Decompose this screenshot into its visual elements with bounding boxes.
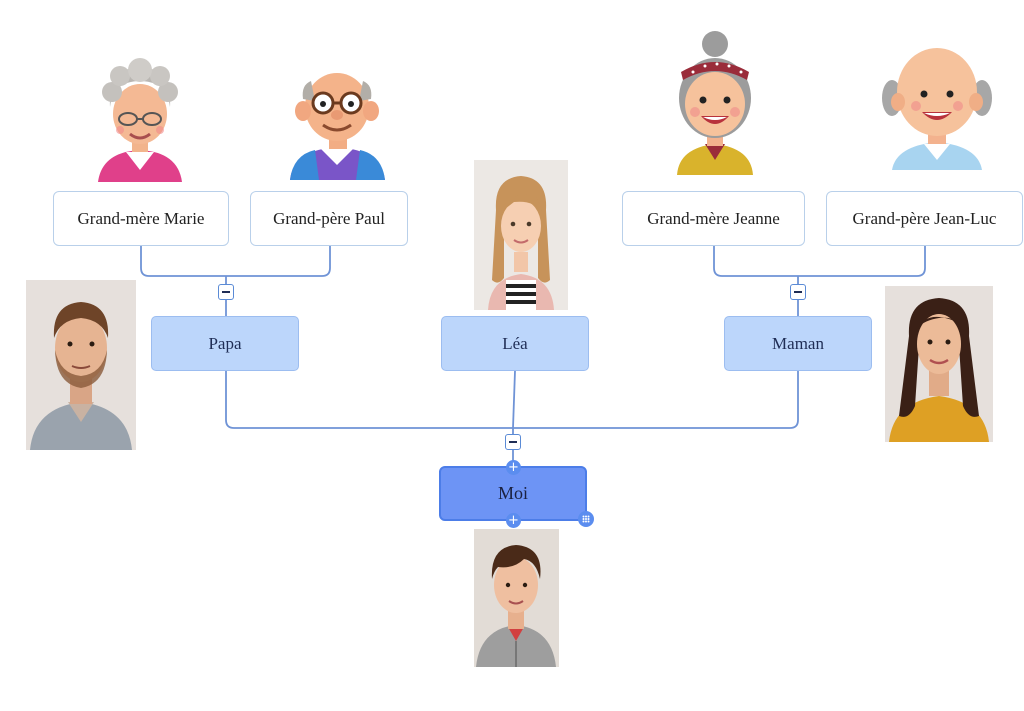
papa-portrait: [26, 280, 136, 450]
connector-jeanne-maman: [713, 246, 798, 277]
node-label: Maman: [772, 333, 824, 353]
node-lea[interactable]: Léa: [441, 316, 589, 371]
resize-handle-icon[interactable]: [578, 511, 594, 527]
lea-portrait: [474, 160, 568, 310]
add-child-handle[interactable]: +: [506, 513, 521, 528]
connector-lea-me: [512, 370, 516, 429]
collapse-button-papa-branch[interactable]: [218, 284, 234, 300]
connector-jeanluc-maman: [798, 246, 926, 277]
node-maman[interactable]: Maman: [724, 316, 872, 371]
maman-portrait: [885, 286, 993, 442]
grandpa-jean-luc-portrait: [878, 36, 996, 170]
connector-maman-me: [513, 371, 799, 429]
node-label: Léa: [502, 333, 528, 353]
collapse-button-maman-branch[interactable]: [790, 284, 806, 300]
connector-marie-papa: [140, 246, 226, 277]
node-label: Grand-mère Marie: [77, 208, 205, 228]
collapse-button-moi-branch[interactable]: [505, 434, 521, 450]
add-parent-handle[interactable]: +: [506, 460, 521, 475]
connector-papa-me: [225, 371, 513, 429]
node-grand-pere-jean-luc[interactable]: Grand-père Jean-Luc: [826, 191, 1023, 246]
moi-portrait: [474, 529, 559, 667]
node-label: Grand-père Jean-Luc: [852, 208, 997, 228]
connector-paul-papa: [226, 246, 331, 277]
node-label: Papa: [208, 333, 242, 353]
grandpa-paul-portrait: [285, 55, 390, 180]
node-label: Moi: [497, 483, 528, 503]
node-grand-mere-jeanne[interactable]: Grand-mère Jeanne: [622, 191, 805, 246]
node-label: Grand-père Paul: [273, 208, 385, 228]
node-grand-mere-marie[interactable]: Grand-mère Marie: [53, 191, 229, 246]
node-grand-pere-paul[interactable]: Grand-père Paul: [250, 191, 408, 246]
grandma-jeanne-portrait: [665, 28, 765, 175]
node-label: Grand-mère Jeanne: [647, 208, 780, 228]
grandma-marie-portrait: [90, 52, 190, 182]
node-papa[interactable]: Papa: [151, 316, 299, 371]
